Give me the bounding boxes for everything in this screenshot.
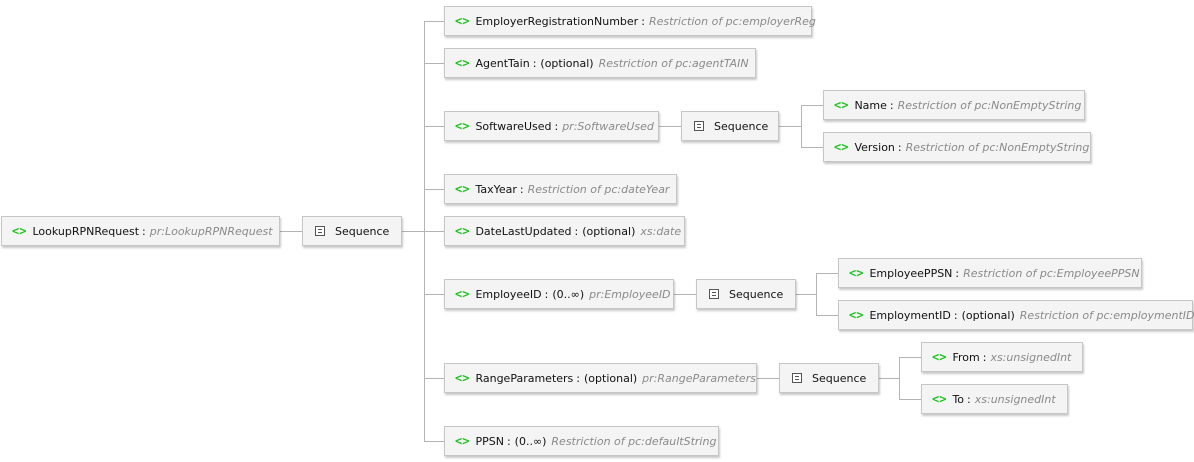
element-type: xs:unsignedInt bbox=[990, 350, 1072, 364]
element-name: PPSN bbox=[475, 434, 504, 448]
element-icon: <> bbox=[849, 266, 864, 280]
element-type: Restriction of pc:dateYear bbox=[527, 182, 670, 196]
element-node-agenttain[interactable]: <> AgentTain : (optional) Restriction of… bbox=[444, 48, 756, 78]
sequence-label: Sequence bbox=[714, 119, 769, 133]
separator: : bbox=[889, 98, 894, 112]
element-node-ppsn[interactable]: <> PPSN : (0..∞) Restriction of pc:defau… bbox=[444, 426, 719, 456]
element-icon: <> bbox=[932, 350, 947, 364]
separator: : bbox=[955, 266, 960, 280]
element-icon: <> bbox=[455, 182, 470, 196]
element-node-employeeid[interactable]: <> EmployeeID : (0..∞) pr:EmployeeID bbox=[444, 279, 674, 309]
element-node-datelastupdated[interactable]: <> DateLastUpdated : (optional) xs:date bbox=[444, 216, 685, 246]
element-type: pr:SoftwareUsed bbox=[562, 119, 654, 133]
element-type: Restriction of pc:agentTAIN bbox=[598, 56, 749, 70]
element-type: pr:RangeParameters bbox=[642, 371, 756, 385]
element-name: TaxYear bbox=[475, 182, 517, 196]
element-node-name[interactable]: <> Name : Restriction of pc:NonEmptyStri… bbox=[823, 90, 1085, 120]
element-name: To bbox=[952, 392, 965, 406]
element-node-employeeppsn[interactable]: <> EmployeePPSN : Restriction of pc:Empl… bbox=[838, 258, 1142, 288]
element-name: AgentTain bbox=[475, 56, 530, 70]
element-type: pr:EmployeeID bbox=[589, 287, 671, 301]
element-node-employmentid[interactable]: <> EmploymentID : (optional) Restriction… bbox=[838, 300, 1194, 330]
sequence-node-root[interactable]: Sequence bbox=[302, 216, 402, 246]
element-name: LookupRPNRequest bbox=[32, 224, 140, 238]
element-node-from[interactable]: <> From : xs:unsignedInt bbox=[921, 342, 1083, 372]
element-node-employerregistrationnumber[interactable]: <> EmployerRegistrationNumber : Restrict… bbox=[444, 6, 816, 36]
sequence-node-softwareused[interactable]: Sequence bbox=[681, 111, 779, 141]
separator: : bbox=[544, 287, 549, 301]
separator: : bbox=[554, 119, 559, 133]
element-node-rangeparameters[interactable]: <> RangeParameters : (optional) pr:Range… bbox=[444, 363, 757, 393]
element-name: EmploymentID bbox=[869, 308, 951, 322]
element-node-softwareused[interactable]: <> SoftwareUsed : pr:SoftwareUsed bbox=[444, 111, 659, 141]
element-icon: <> bbox=[455, 287, 470, 301]
element-node-taxyear[interactable]: <> TaxYear : Restriction of pc:dateYear bbox=[444, 174, 677, 204]
element-icon: <> bbox=[455, 119, 470, 133]
sequence-node-employeeid[interactable]: Sequence bbox=[696, 279, 796, 309]
sequence-node-rangeparameters[interactable]: Sequence bbox=[779, 363, 879, 393]
element-name: Version bbox=[854, 140, 895, 154]
sequence-icon bbox=[709, 289, 719, 299]
element-cardinality: (optional) bbox=[961, 308, 1015, 322]
element-icon: <> bbox=[834, 140, 849, 154]
element-icon: <> bbox=[455, 371, 470, 385]
element-name: SoftwareUsed bbox=[475, 119, 552, 133]
element-name: Name bbox=[854, 98, 887, 112]
element-type: xs:date bbox=[640, 224, 682, 238]
separator: : bbox=[967, 392, 971, 406]
separator: : bbox=[142, 224, 146, 238]
separator: : bbox=[506, 434, 511, 448]
element-icon: <> bbox=[849, 308, 864, 322]
separator: : bbox=[897, 140, 902, 154]
element-name: EmployeeID bbox=[475, 287, 542, 301]
element-icon: <> bbox=[455, 56, 470, 70]
element-icon: <> bbox=[455, 224, 470, 238]
separator: : bbox=[953, 308, 958, 322]
element-icon: <> bbox=[455, 14, 470, 28]
separator: : bbox=[519, 182, 524, 196]
separator: : bbox=[532, 56, 537, 70]
sequence-icon bbox=[694, 121, 704, 131]
element-type: Restriction of pc:employerReg bbox=[648, 14, 816, 28]
element-type: Restriction of pc:NonEmptyString bbox=[897, 98, 1082, 112]
element-name: EmployeePPSN bbox=[869, 266, 953, 280]
element-type: Restriction of pc:EmployeePPSN bbox=[963, 266, 1140, 280]
element-name: EmployerRegistrationNumber bbox=[475, 14, 639, 28]
element-node-to[interactable]: <> To : xs:unsignedInt bbox=[921, 384, 1068, 414]
sequence-icon bbox=[792, 373, 802, 383]
element-node-version[interactable]: <> Version : Restriction of pc:NonEmptyS… bbox=[823, 132, 1091, 162]
separator: : bbox=[641, 14, 645, 28]
element-cardinality: (0..∞) bbox=[514, 434, 547, 448]
element-type: pr:LookupRPNRequest bbox=[149, 224, 273, 238]
element-name: From bbox=[952, 350, 980, 364]
sequence-label: Sequence bbox=[812, 371, 867, 385]
element-type: xs:unsignedInt bbox=[974, 392, 1056, 406]
separator: : bbox=[574, 224, 579, 238]
element-cardinality: (optional) bbox=[584, 371, 638, 385]
separator: : bbox=[576, 371, 580, 385]
element-icon: <> bbox=[455, 434, 470, 448]
element-type: Restriction of pc:NonEmptyString bbox=[905, 140, 1090, 154]
sequence-icon bbox=[315, 226, 325, 236]
element-icon: <> bbox=[932, 392, 947, 406]
element-name: DateLastUpdated bbox=[475, 224, 572, 238]
root-element-node[interactable]: <> LookupRPNRequest : pr:LookupRPNReques… bbox=[1, 216, 280, 246]
element-name: RangeParameters bbox=[475, 371, 574, 385]
sequence-label: Sequence bbox=[729, 287, 784, 301]
sequence-label: Sequence bbox=[335, 224, 390, 238]
element-icon: <> bbox=[12, 224, 27, 238]
element-cardinality: (0..∞) bbox=[552, 287, 585, 301]
separator: : bbox=[982, 350, 987, 364]
element-type: Restriction of pc:defaultString bbox=[551, 434, 717, 448]
element-type: Restriction of pc:employmentID bbox=[1019, 308, 1194, 322]
element-cardinality: (optional) bbox=[582, 224, 636, 238]
element-cardinality: (optional) bbox=[540, 56, 594, 70]
element-icon: <> bbox=[834, 98, 849, 112]
